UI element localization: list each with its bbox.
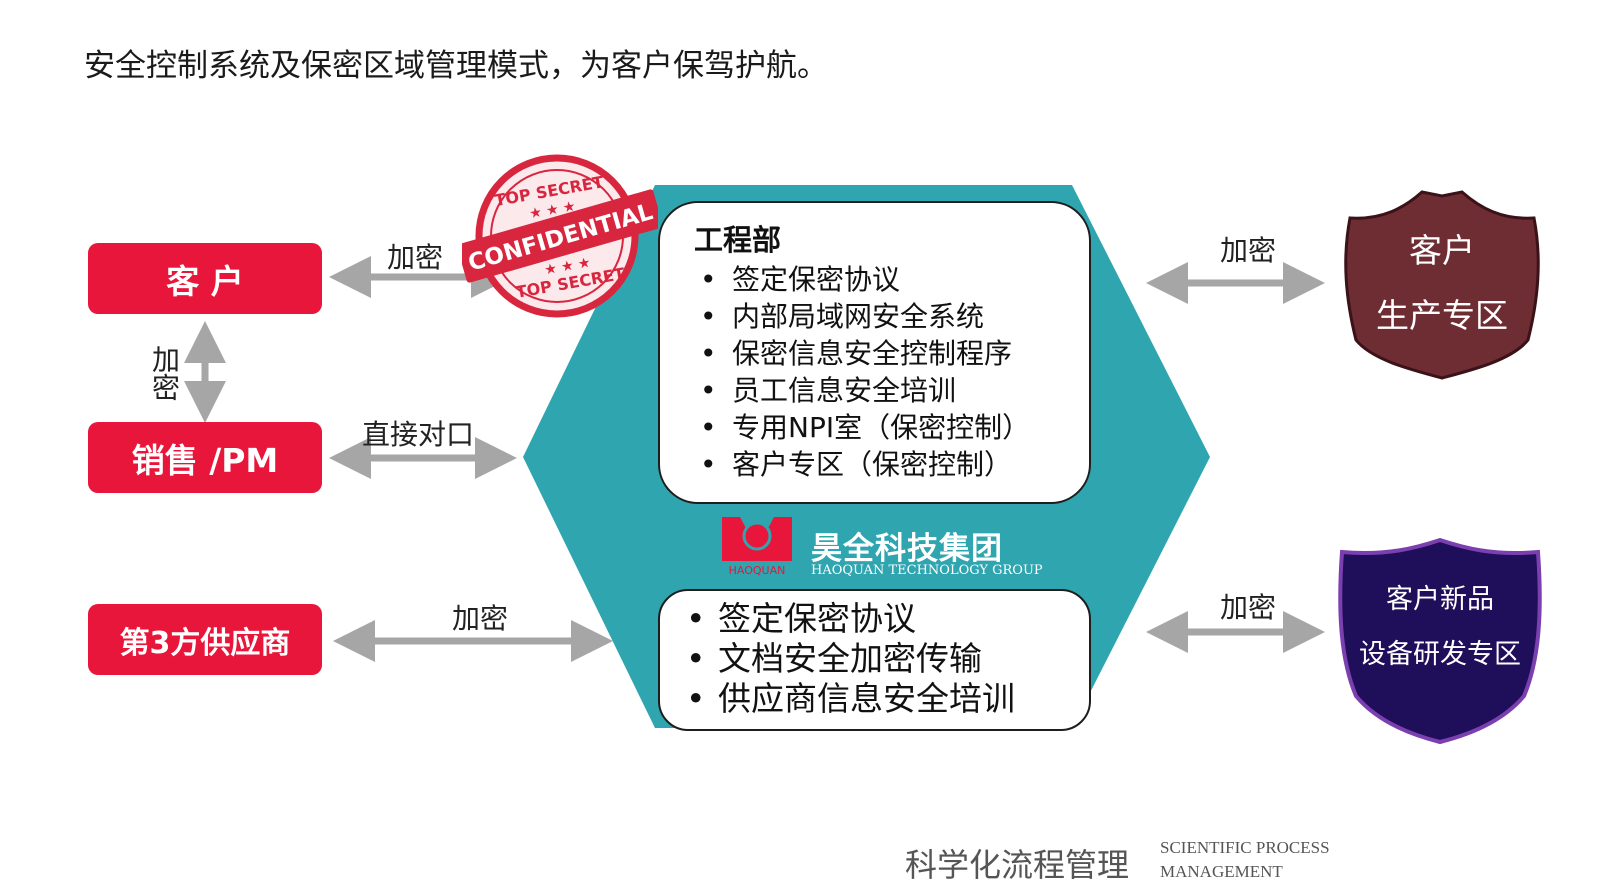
- supplier-box-label: 第3方供应商: [119, 625, 291, 661]
- footer-en-line1: SCIENTIFIC PROCESS: [1160, 838, 1330, 857]
- label-supplier-encrypt: 加密: [452, 602, 509, 635]
- customer-box-label: 客 户: [166, 261, 244, 301]
- shield-top-line2: 生产专区: [1376, 296, 1508, 335]
- sales-box-label: 销售 /PM: [131, 440, 279, 480]
- footer-cn: 科学化流程管理: [905, 846, 1130, 884]
- confidential-stamp: TOP SECRET ★ ★ ★ CONFIDENTIAL ★ ★ ★ TOP …: [462, 154, 658, 318]
- list-item: 专用NPI室（保密控制）: [700, 409, 1089, 446]
- list-item: 签定保密协议: [700, 261, 1089, 298]
- shield-bottom-line1: 客户新品: [1386, 584, 1494, 615]
- label-customer-encrypt: 加密: [387, 241, 444, 274]
- list-item: 供应商信息安全培训: [686, 679, 1089, 719]
- list-item: 客户专区（保密控制）: [700, 446, 1089, 483]
- supplier-list: 签定保密协议 文档安全加密传输 供应商信息安全培训: [686, 599, 1089, 719]
- list-item: 签定保密协议: [686, 599, 1089, 639]
- engineering-panel: 工程部 签定保密协议 内部局域网安全系统 保密信息安全控制程序 员工信息安全培训…: [658, 201, 1091, 504]
- list-item: 员工信息安全培训: [700, 372, 1089, 409]
- customer-box: 客 户: [88, 243, 322, 314]
- label-sales-direct: 直接对口: [362, 418, 475, 451]
- label-vertical-encrypt: 加密: [148, 345, 181, 401]
- label-right-bottom-encrypt: 加密: [1220, 591, 1277, 624]
- logo-brand-en: HAOQUAN: [729, 564, 786, 577]
- supplier-panel: 签定保密协议 文档安全加密传输 供应商信息安全培训: [658, 589, 1091, 731]
- customer-production-shield: 客户 生产专区: [1344, 190, 1540, 380]
- customer-rnd-shield: 客户新品 设备研发专区: [1338, 538, 1542, 744]
- label-right-top-encrypt: 加密: [1220, 234, 1277, 267]
- shield-bottom-line2: 设备研发专区: [1359, 639, 1521, 670]
- sales-box: 销售 /PM: [88, 422, 322, 493]
- logo-name-cn: 昊全科技集团: [811, 531, 1003, 567]
- supplier-box: 第3方供应商: [88, 604, 322, 675]
- footer-en: SCIENTIFIC PROCESS MANAGEMENT: [1160, 836, 1330, 884]
- list-item: 内部局域网安全系统: [700, 298, 1089, 335]
- list-item: 文档安全加密传输: [686, 639, 1089, 679]
- list-item: 保密信息安全控制程序: [700, 335, 1089, 372]
- logo-name-en: HAOQUAN TECHNOLOGY GROUP: [811, 563, 1043, 578]
- haoquan-logo-icon: HAOQUAN: [722, 517, 792, 577]
- svg-text:★ ★ ★: ★ ★ ★: [543, 255, 592, 279]
- engineering-title: 工程部: [694, 223, 782, 257]
- engineering-list: 签定保密协议 内部局域网安全系统 保密信息安全控制程序 员工信息安全培训 专用N…: [700, 261, 1089, 483]
- shield-top-line1: 客户: [1409, 231, 1475, 270]
- footer-en-line2: MANAGEMENT: [1160, 862, 1283, 881]
- page-title: 安全控制系统及保密区域管理模式，为客户保驾护航。: [84, 48, 828, 84]
